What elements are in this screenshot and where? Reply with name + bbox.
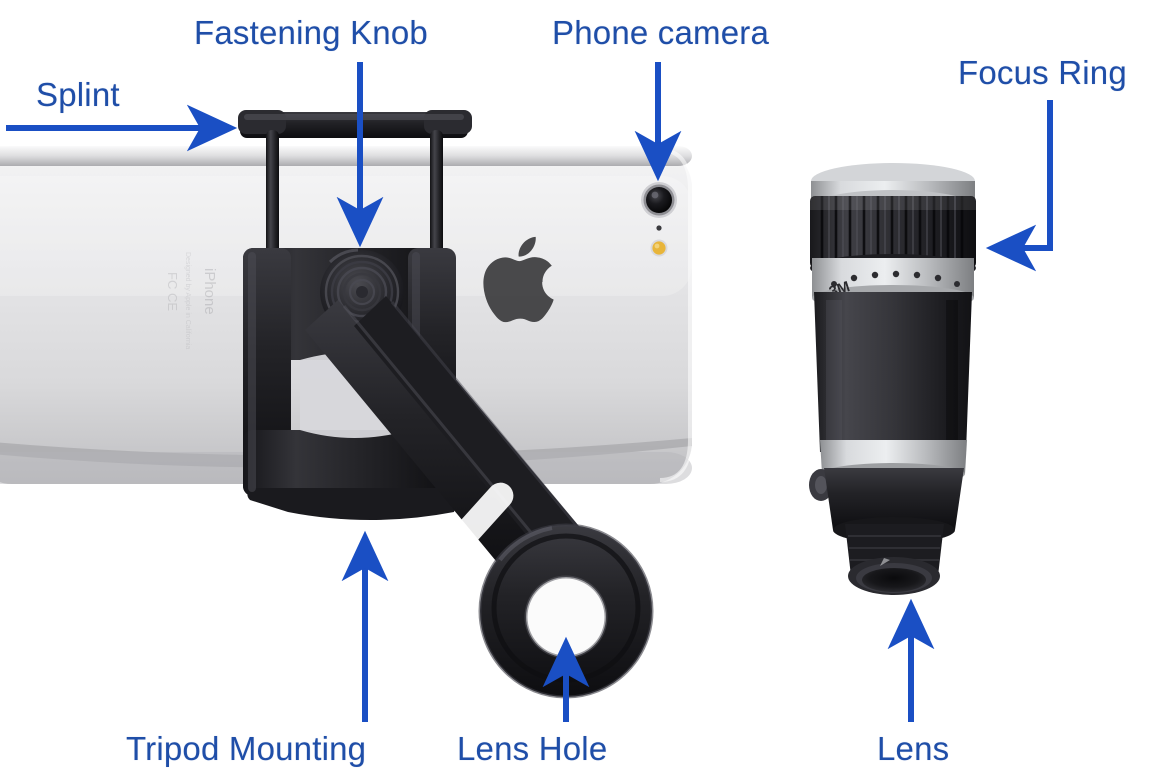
- apple-logo: [483, 236, 554, 323]
- svg-text:iPhone: iPhone: [201, 268, 218, 315]
- phone-clamp-mount: [238, 110, 654, 699]
- label-fastening-knob: Fastening Knob: [194, 14, 428, 51]
- right-slide-rod: [430, 130, 443, 272]
- focus-ring-arrow: [985, 100, 1053, 272]
- phone-etched-text: iPhone FC CE Designed by Apple in Califo…: [165, 252, 218, 349]
- left-slide-rod: [266, 130, 279, 272]
- label-lens: Lens: [877, 730, 950, 767]
- arm-slot: [452, 482, 514, 548]
- front-lens-opening: [862, 568, 926, 592]
- label-splint: Splint: [36, 76, 120, 113]
- distance-scale-dots: [831, 270, 960, 287]
- splint-crossbar: [238, 110, 472, 138]
- microphone-hole: [656, 225, 662, 231]
- label-tripod-mounting: Tripod Mounting: [126, 730, 367, 767]
- svg-text:FC CE: FC CE: [165, 272, 180, 311]
- label-lens-hole: Lens Hole: [457, 730, 608, 767]
- rear-camera-cluster: [641, 182, 677, 257]
- adapter-arm: [305, 296, 604, 590]
- label-phone-camera: Phone camera: [552, 14, 770, 51]
- telescope-lens: 3M: [809, 163, 976, 595]
- label-focus-ring: Focus Ring: [958, 54, 1127, 91]
- svg-text:Designed by Apple in Californi: Designed by Apple in California: [184, 252, 191, 349]
